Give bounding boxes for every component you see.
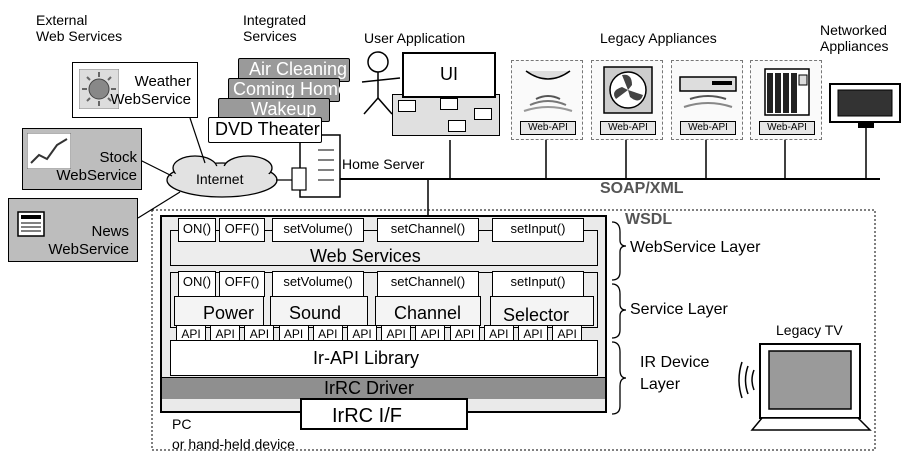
pc-frame (151, 209, 876, 451)
service-channel: Channel (375, 296, 481, 326)
news-webservice-label: News WebService (48, 223, 129, 258)
heater-icon (764, 68, 810, 116)
video-player-icon (679, 76, 737, 108)
api-box: API (381, 325, 412, 343)
api-box: API (483, 325, 514, 343)
web-api-label: Web-API (680, 121, 736, 135)
irrc-interface: IrRC I/F (300, 398, 468, 430)
ui-label: UI (440, 64, 458, 84)
stock-webservice-label: Stock WebService (56, 149, 137, 184)
webservice-layer-label: WebService Layer (630, 239, 761, 256)
newspaper-icon (17, 211, 45, 237)
api-box: API (312, 325, 343, 343)
web-api-label: Web-API (520, 121, 576, 135)
soap-xml-label: SOAP/XML (600, 180, 684, 197)
wsdl-label: WSDL (625, 211, 673, 228)
irrc-driver: IrRC Driver (162, 377, 605, 399)
label-home-server: Home Server (342, 156, 425, 172)
service-layer-label: Service Layer (630, 301, 728, 318)
legacy-appliance-light: Web-API (511, 60, 583, 140)
legacy-appliance-fan: Web-API (591, 60, 663, 140)
internet-label: Internet (196, 171, 244, 187)
user-figure (361, 51, 401, 115)
legacy-appliance-player: Web-API (671, 60, 743, 140)
legacy-appliance-heater: Web-API (750, 60, 822, 140)
weather-webservice-card: Weather WebService (72, 62, 198, 118)
label-legacy-appliances: Legacy Appliances (600, 30, 717, 46)
svc-method-on[interactable]: ON() (178, 271, 216, 297)
svc-method-setchannel[interactable]: setChannel() (377, 271, 479, 297)
ws-method-setchannel[interactable]: setChannel() (377, 218, 479, 242)
ir-waves-icon (738, 361, 755, 399)
api-box: API (552, 325, 583, 343)
ws-method-setvolume[interactable]: setVolume() (272, 218, 364, 242)
web-api-label: Web-API (600, 121, 656, 135)
service-power: Power (174, 296, 264, 326)
weather-webservice-label: Weather WebService (110, 73, 191, 108)
web-services-title: Web Services (310, 246, 421, 266)
label-external-web-services: External Web Services (36, 12, 123, 44)
irrc-interface-label: IrRC I/F (332, 405, 402, 427)
svc-method-off[interactable]: OFF() (219, 271, 265, 297)
svc-method-setvolume[interactable]: setVolume() (272, 271, 364, 297)
ir-api-library: Ir-API Library (170, 340, 598, 376)
label-user-application: User Application (364, 30, 466, 46)
ws-method-on[interactable]: ON() (178, 218, 216, 242)
label-integrated-services: Integrated Services (243, 12, 307, 44)
legacy-tv-label: Legacy TV (776, 322, 843, 338)
api-box: API (347, 325, 377, 343)
api-box: API (176, 325, 206, 343)
web-api-label: Web-API (759, 121, 815, 135)
integrated-service-dvd-theater: DVD Theater (208, 117, 322, 143)
pc-device-label: PC or hand-held device (172, 416, 295, 452)
home-server-icon (291, 134, 341, 198)
ws-method-setinput[interactable]: setInput() (492, 218, 584, 242)
label-networked-appliances: Networked Appliances (820, 22, 889, 54)
stock-webservice-card: Stock WebService (22, 128, 142, 190)
fan-icon (603, 66, 653, 114)
ui-window: UI (402, 52, 496, 98)
news-webservice-card: News WebService (8, 198, 138, 262)
legacy-tv-icon (750, 343, 872, 431)
networked-tv-icon (829, 83, 901, 128)
sun-icon (79, 69, 119, 109)
svc-method-setinput[interactable]: setInput() (492, 271, 584, 297)
ir-device-layer-label: IR Device Layer (640, 354, 710, 393)
service-sound: Sound (270, 296, 368, 326)
service-selector: Selector (490, 296, 594, 326)
chart-icon (27, 133, 71, 169)
ceiling-light-icon (523, 70, 573, 112)
ws-method-off[interactable]: OFF() (219, 218, 265, 242)
